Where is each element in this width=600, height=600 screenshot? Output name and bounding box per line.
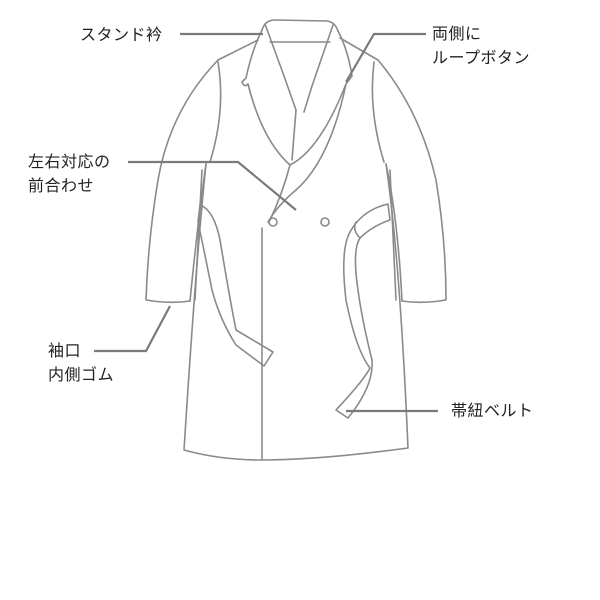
label-belt: 帯紐ベルト [451, 401, 534, 420]
leader-loop-buttons [345, 32, 426, 83]
leader-cuff [94, 305, 171, 353]
right-belt [335, 203, 391, 419]
leader-lines [94, 32, 438, 413]
shoulders [217, 37, 379, 61]
button-right [320, 217, 330, 227]
button-left [268, 217, 278, 227]
shawl-lapels [241, 29, 353, 223]
label-stand-collar: スタンド衿 [80, 25, 163, 44]
buttons [268, 217, 330, 227]
label-loop-buttons: 両側に ループボタン [432, 24, 531, 67]
stand-collar-shape [261, 19, 339, 113]
left-belt [197, 204, 274, 367]
left-sleeve [145, 59, 222, 304]
label-front-closure: 左右対応の 前合わせ [28, 152, 111, 195]
coat-body [183, 163, 409, 461]
label-cuff: 袖口 内側ゴム [48, 341, 115, 384]
leader-front-closure [128, 160, 297, 211]
right-sleeve [371, 59, 447, 304]
